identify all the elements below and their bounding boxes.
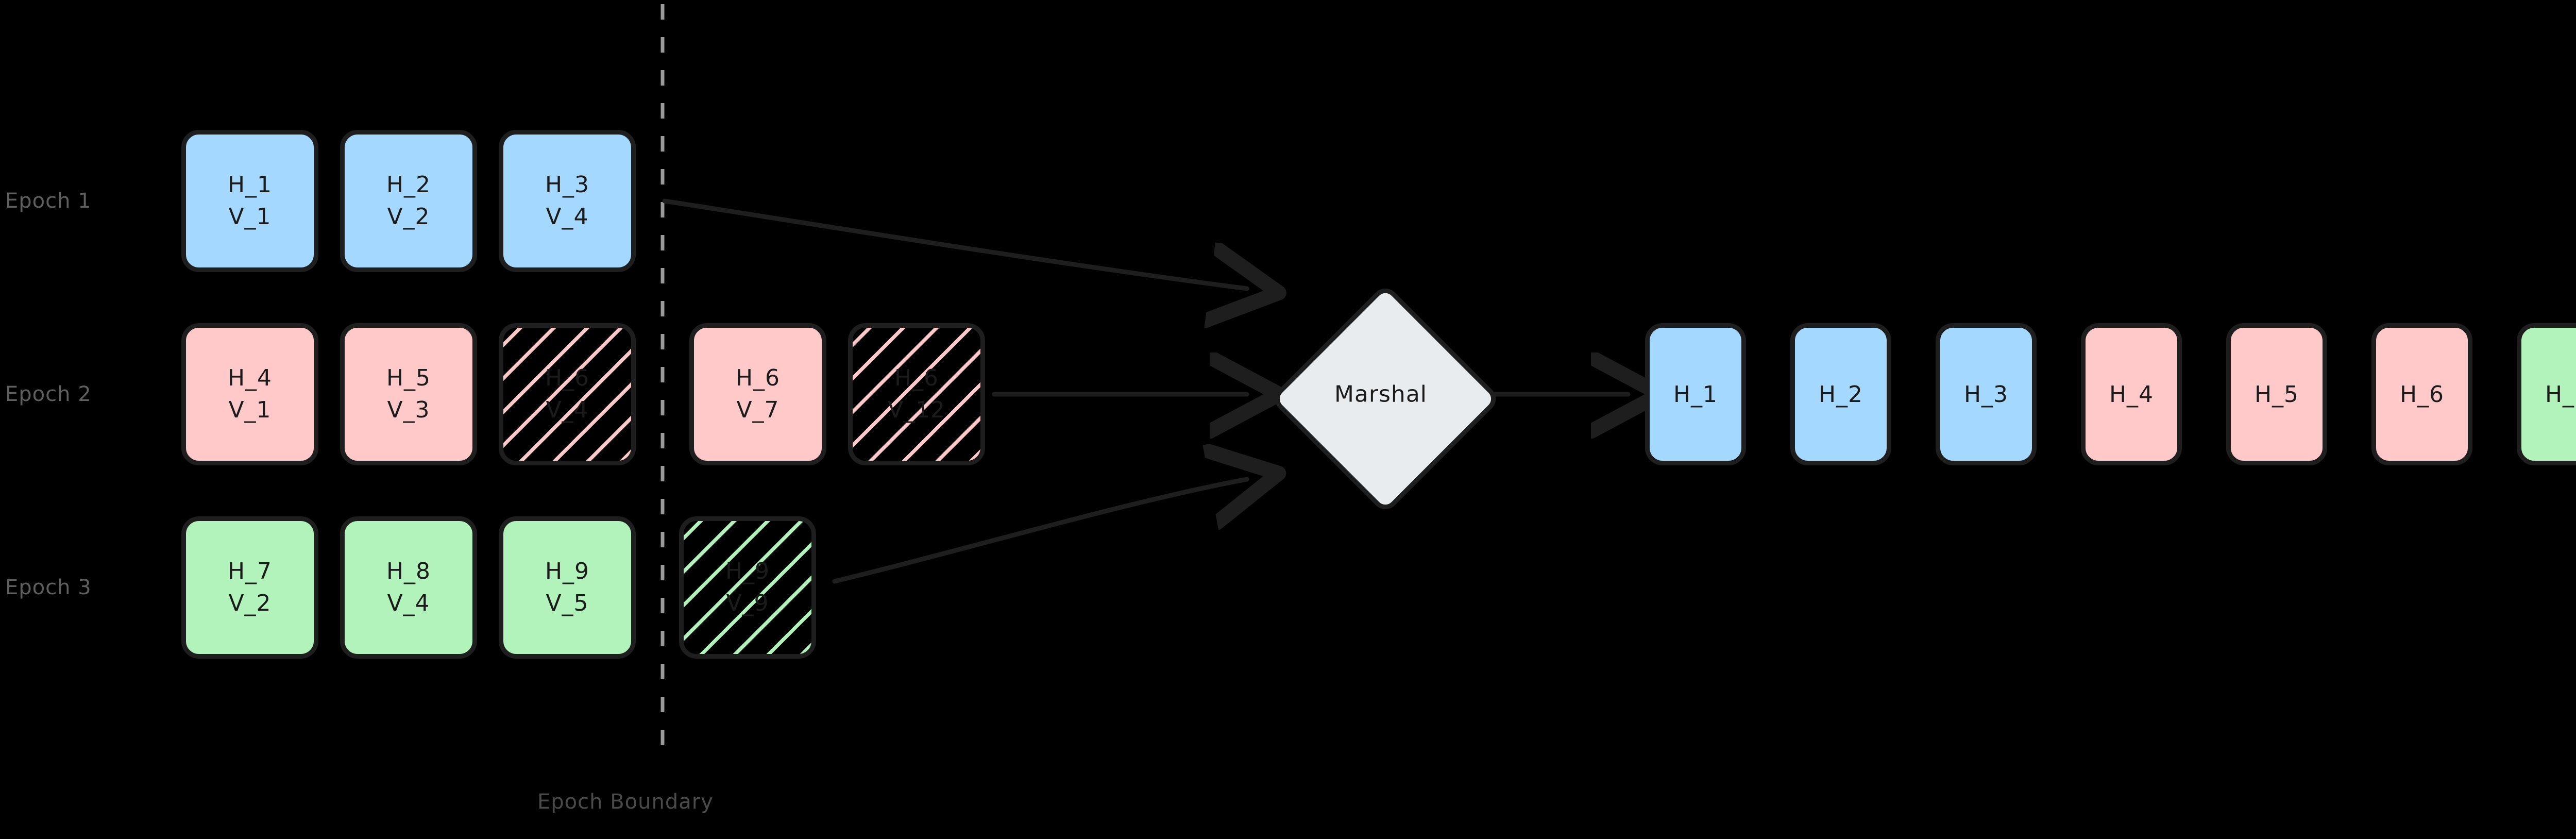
node-version: V_7 (736, 397, 779, 423)
node-version: V_2 (228, 590, 272, 616)
node-version: V_4 (387, 590, 430, 616)
node-version: V_4 (546, 204, 589, 230)
node-hash: H_1 (227, 171, 273, 198)
node-h6-v4-pruned[interactable]: H_6 V_4 (499, 323, 636, 465)
node-h6-v7[interactable]: H_6 V_7 (689, 323, 826, 465)
node-h2-v2[interactable]: H_2 V_2 (340, 130, 477, 272)
node-version: V_1 (228, 397, 272, 423)
node-h9-v9-pruned[interactable]: H_9 V_9 (679, 516, 816, 659)
node-version: V_9 (726, 590, 769, 616)
output-node-h1[interactable]: H_1 (1645, 323, 1746, 465)
node-hash: H_6 (894, 364, 939, 391)
node-hash: H_6 (545, 364, 590, 391)
hatch-fill-icon (503, 328, 631, 461)
output-node-hash: H_1 (1673, 381, 1718, 408)
arrow-epoch1-to-marshal (662, 198, 1247, 289)
epoch-label-3: Epoch 3 (5, 576, 92, 599)
node-h5-v3[interactable]: H_5 V_3 (340, 323, 477, 465)
output-node-hash: H_7 (2545, 381, 2576, 408)
node-h1-v1[interactable]: H_1 V_1 (181, 130, 318, 272)
arrow-epoch3-to-marshal (832, 479, 1247, 584)
node-h9-v5[interactable]: H_9 V_5 (499, 516, 636, 659)
output-node-h5[interactable]: H_5 (2226, 323, 2327, 465)
node-hash: H_9 (545, 558, 590, 584)
output-node-h6[interactable]: H_6 (2371, 323, 2472, 465)
node-h8-v4[interactable]: H_8 V_4 (340, 516, 477, 659)
hatch-fill-icon (684, 521, 811, 654)
node-hash: H_9 (725, 558, 770, 584)
node-h4-v1[interactable]: H_4 V_1 (181, 323, 318, 465)
node-version: V_4 (546, 397, 589, 423)
output-node-hash: H_6 (2399, 381, 2445, 408)
output-node-h2[interactable]: H_2 (1790, 323, 1891, 465)
node-version: V_3 (387, 397, 430, 423)
node-version: V_1 (228, 204, 272, 230)
node-hash: H_6 (735, 364, 781, 391)
node-h6-v12-pruned[interactable]: H_6 V_12 (848, 323, 985, 465)
output-node-hash: H_2 (1818, 381, 1863, 408)
node-version: V_5 (546, 590, 589, 616)
node-hash: H_2 (386, 171, 431, 198)
output-node-hash: H_5 (2254, 381, 2299, 408)
node-hash: H_5 (386, 364, 431, 391)
marshal-label: Marshal (1334, 381, 1428, 408)
node-hash: H_4 (227, 364, 273, 391)
output-node-h3[interactable]: H_3 (1936, 323, 2037, 465)
output-node-hash: H_3 (1963, 381, 2009, 408)
epoch-boundary-label: Epoch Boundary (537, 790, 714, 814)
output-node-h4[interactable]: H_4 (2081, 323, 2182, 465)
node-hash: H_7 (227, 558, 273, 584)
output-node-h7[interactable]: H_7 (2517, 323, 2576, 465)
epoch-label-2: Epoch 2 (5, 382, 92, 406)
hatch-fill-icon (853, 328, 980, 461)
node-h7-v2[interactable]: H_7 V_2 (181, 516, 318, 659)
node-hash: H_8 (386, 558, 431, 584)
epoch-label-1: Epoch 1 (5, 189, 92, 213)
node-version: V_12 (887, 397, 946, 423)
node-h3-v4[interactable]: H_3 V_4 (499, 130, 636, 272)
output-node-hash: H_4 (2109, 381, 2154, 408)
node-hash: H_3 (545, 171, 590, 198)
node-version: V_2 (387, 204, 430, 230)
